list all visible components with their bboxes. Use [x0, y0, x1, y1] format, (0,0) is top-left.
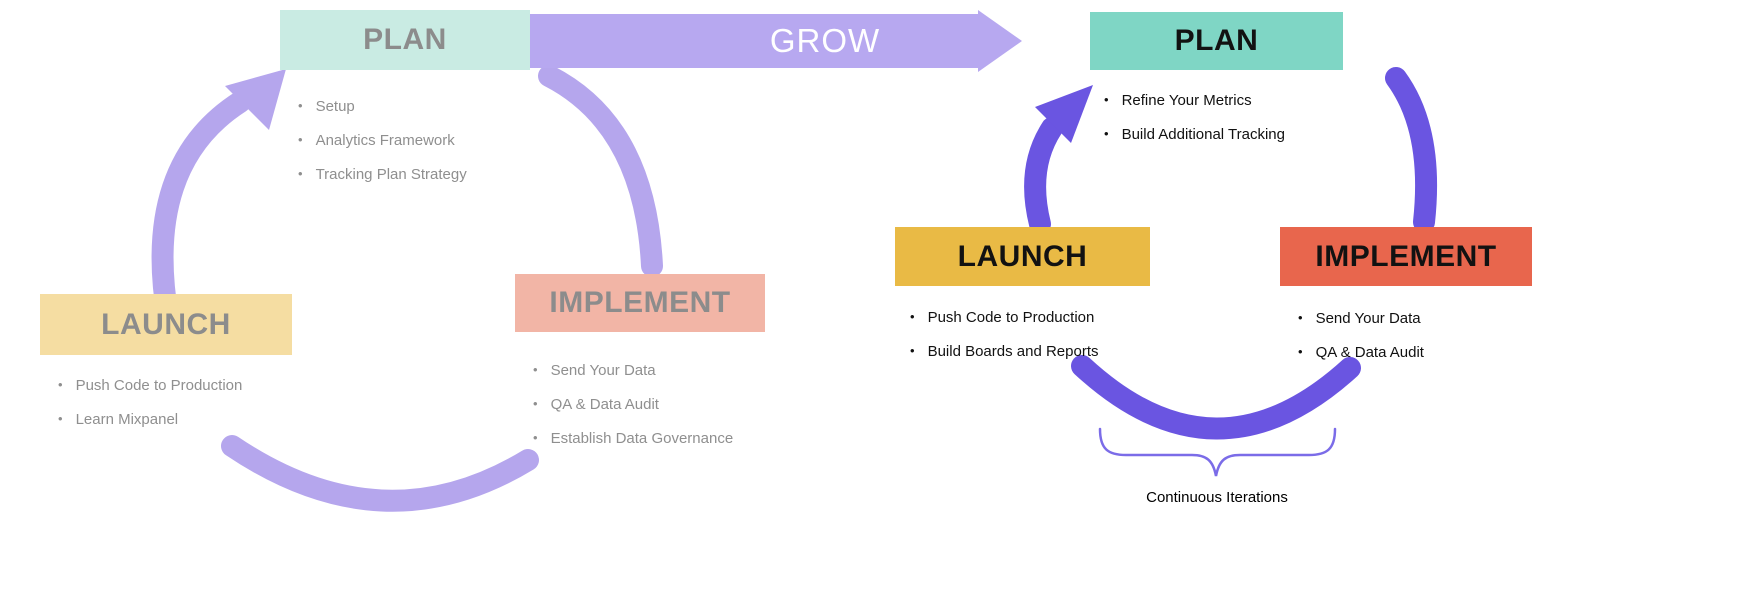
grow-arrow-head: [978, 10, 1022, 72]
right-cycle-implement-box: IMPLEMENT: [1280, 227, 1532, 286]
right-cycle-arrowhead: [1035, 85, 1093, 143]
grow-arrow-body: [530, 14, 978, 68]
bullet-item: QA & Data Audit: [533, 388, 733, 422]
bullet-item: Learn Mixpanel: [58, 403, 242, 437]
bullet-item: Push Code to Production: [910, 301, 1099, 335]
left-cycle-arc-plan-to-implement: [538, 65, 663, 277]
left-cycle-plan-label: PLAN: [363, 23, 447, 56]
bullet-item: Push Code to Production: [58, 369, 243, 403]
left-cycle-implement-bullets: Send Your Data QA & Data Audit Establish…: [533, 354, 734, 456]
bullet-item: Send Your Data: [533, 354, 733, 388]
right-cycle-arc-plan-to-implement: [1385, 67, 1438, 233]
right-cycle-launch-label: LAUNCH: [957, 239, 1088, 273]
bullet-item: Tracking Plan Strategy: [298, 158, 467, 192]
continuous-iterations-caption: Continuous Iterations: [1146, 489, 1288, 506]
bullet-item: Refine Your Metrics: [1104, 84, 1285, 118]
left-cycle-arrowhead: [225, 69, 286, 130]
bullet-item: Establish Data Governance: [533, 422, 734, 456]
left-cycle-arc-launch-to-plan: [151, 91, 251, 329]
bullet-item: Send Your Data: [1298, 302, 1424, 336]
right-cycle-launch-box: LAUNCH: [895, 227, 1150, 286]
bullet-item: Build Boards and Reports: [910, 335, 1099, 369]
bullet-item: QA & Data Audit: [1298, 336, 1424, 370]
right-cycle-implement-bullets: Send Your Data QA & Data Audit: [1298, 302, 1424, 370]
left-cycle-plan-bullets: Setup Analytics Framework Tracking Plan …: [298, 90, 467, 192]
left-cycle-plan-box: PLAN: [280, 10, 530, 70]
right-cycle-plan-label: PLAN: [1174, 24, 1259, 57]
left-cycle-implement-label: IMPLEMENT: [549, 286, 731, 319]
continuous-iterations-brace: [1098, 427, 1337, 477]
left-cycle-launch-box: LAUNCH: [40, 294, 292, 355]
left-cycle-launch-label: LAUNCH: [101, 307, 231, 341]
left-cycle-launch-bullets: Push Code to Production Learn Mixpanel: [58, 369, 243, 437]
bullet-item: Setup: [298, 90, 467, 124]
right-cycle-plan-box: PLAN: [1090, 12, 1343, 70]
right-cycle-arc-launch-to-plan: [1024, 117, 1063, 235]
bullet-item: Analytics Framework: [298, 124, 467, 158]
bullet-item: Build Additional Tracking: [1104, 118, 1285, 152]
right-cycle-implement-label: IMPLEMENT: [1315, 239, 1497, 273]
grow-arrow-label: GROW: [769, 22, 881, 59]
right-cycle-arc-bottom: [1071, 355, 1361, 440]
right-cycle-plan-bullets: Refine Your Metrics Build Additional Tra…: [1104, 84, 1285, 152]
right-cycle-launch-bullets: Push Code to Production Build Boards and…: [910, 301, 1099, 369]
left-cycle-arc-bottom: [221, 435, 539, 512]
left-cycle-implement-box: IMPLEMENT: [515, 274, 765, 332]
